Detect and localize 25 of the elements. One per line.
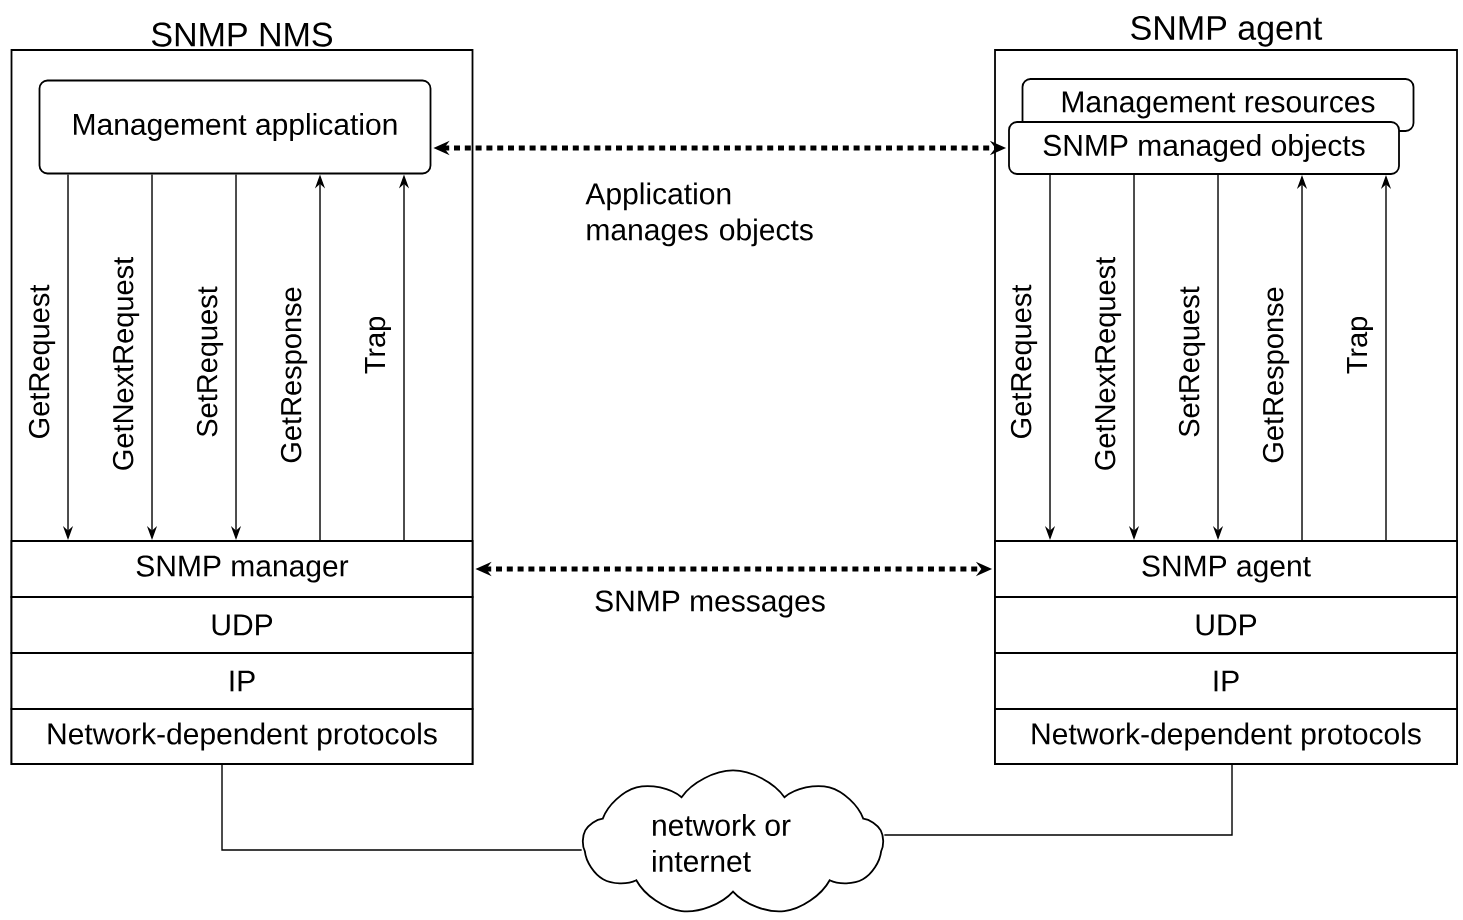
edge-label: Application manages objects [585,182,813,247]
rounded-box: SNMP managed objects [1008,121,1400,175]
edge-label: SNMP messages [595,590,825,618]
network-cloud: network or internet [581,769,885,913]
protocol-layer-box: UDP [10,596,474,654]
edge-label: GetRequest [28,284,56,438]
protocol-layer-box: Network-dependent protocols [994,708,1458,765]
protocol-layer-box: SNMP agent [994,540,1458,598]
node-label: SNMP agent [1131,15,1323,47]
protocol-layer-box: IP [994,652,1458,710]
edge-label: Trap [365,316,391,374]
rounded-box: Management application [38,79,432,175]
edge-label: Trap [1347,316,1373,374]
protocol-layer-box: SNMP manager [10,540,474,598]
edge-label: GetResponse [280,287,308,463]
edge-label: SetRequest [1178,286,1206,437]
edge-label: GetRequest [1010,284,1038,438]
node-label: SNMP NMS [151,22,333,47]
edge-label: GetResponse [1262,287,1290,463]
protocol-layer-box: IP [10,652,474,710]
protocol-layer-box: Network-dependent protocols [10,708,474,765]
edge-label: SetRequest [196,286,224,437]
edge-label: GetNextRequest [1094,257,1122,470]
protocol-layer-box: UDP [994,596,1458,654]
edge-label: GetNextRequest [112,257,140,470]
